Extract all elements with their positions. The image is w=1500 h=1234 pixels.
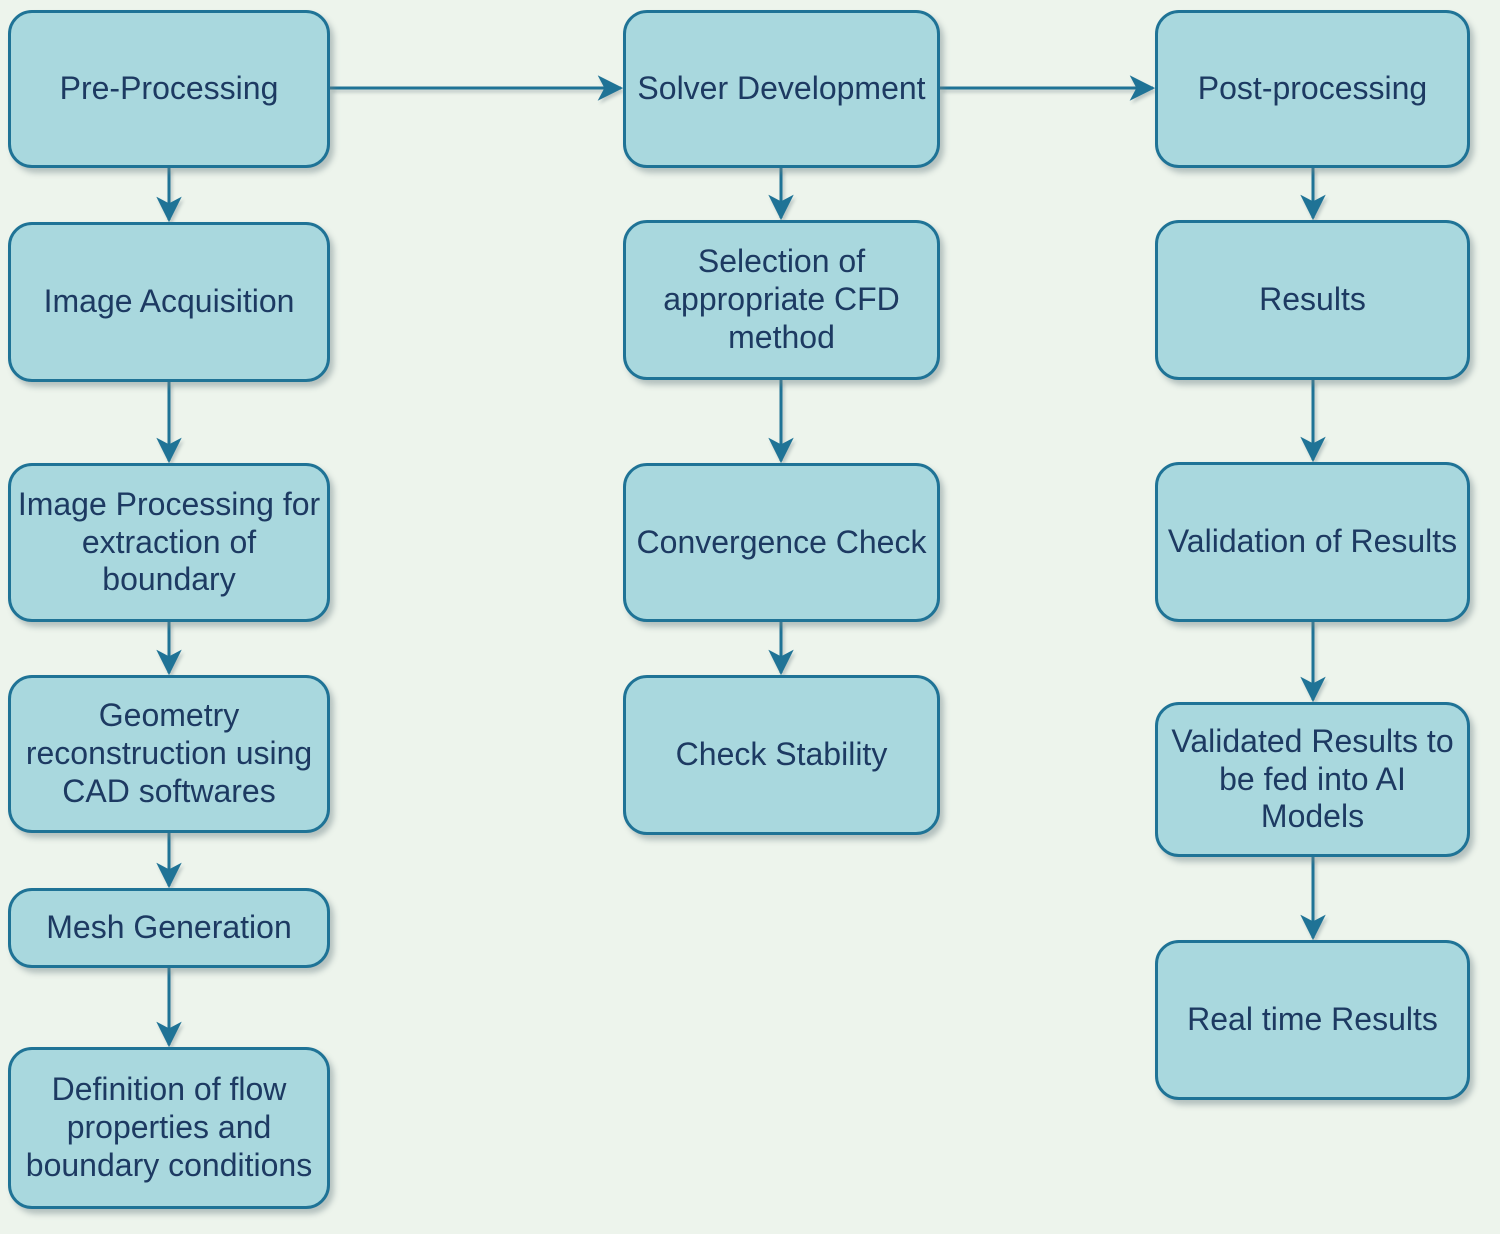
box-image-acquisition: Image Acquisition xyxy=(8,222,330,382)
box-validation-of-results: Validation of Results xyxy=(1155,462,1470,622)
box-post-processing: Post-processing xyxy=(1155,10,1470,168)
box-flow-properties: Definition of flow properties and bounda… xyxy=(8,1047,330,1209)
box-convergence-check: Convergence Check xyxy=(623,463,940,622)
box-validated-results-ai: Validated Results to be fed into AI Mode… xyxy=(1155,702,1470,857)
box-pre-processing: Pre-Processing xyxy=(8,10,330,168)
box-cfd-method-selection: Selection of appropriate CFD method xyxy=(623,220,940,380)
box-solver-development: Solver Development xyxy=(623,10,940,168)
box-results: Results xyxy=(1155,220,1470,380)
box-image-processing: Image Processing for extraction of bound… xyxy=(8,463,330,622)
box-mesh-generation: Mesh Generation xyxy=(8,888,330,968)
box-real-time-results: Real time Results xyxy=(1155,940,1470,1100)
box-geometry-reconstruction: Geometry reconstruction using CAD softwa… xyxy=(8,675,330,833)
box-check-stability: Check Stability xyxy=(623,675,940,835)
